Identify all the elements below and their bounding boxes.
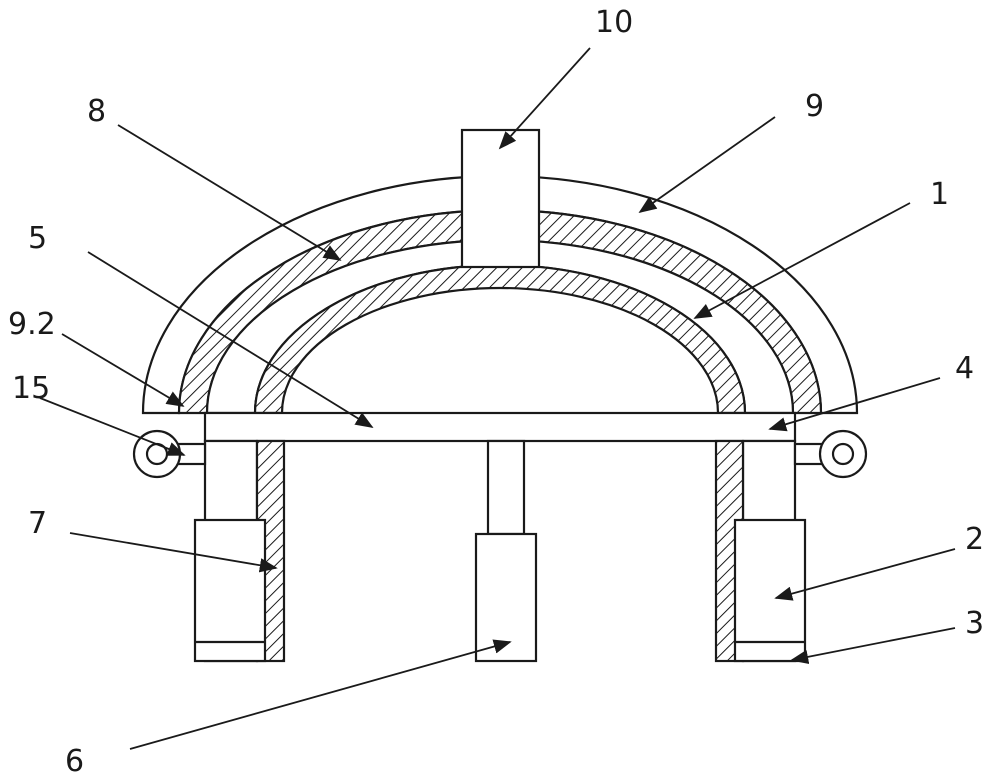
leader-lines [39,47,956,750]
label-9-2: 9.2 [8,307,56,342]
leader-15 [39,397,186,456]
label-10: 10 [595,5,633,40]
label-8: 8 [87,94,106,129]
leader-3 [790,627,956,664]
label-5: 5 [28,221,47,256]
leader-1 [693,202,911,319]
leader-10 [498,47,591,150]
part-labels: 10 9 8 1 5 9.2 4 15 7 2 3 6 [8,5,984,779]
top-block [460,128,541,269]
leader-2 [774,548,956,601]
label-4: 4 [955,351,974,386]
leader-9-2 [61,333,185,407]
label-1: 1 [930,177,949,212]
left-hinge-pivot [132,429,207,479]
left-cylinder-body [193,518,267,663]
crossbar [203,411,797,443]
leader-8 [117,124,342,261]
label-6: 6 [65,744,84,779]
leader-4 [768,377,941,432]
label-7: 7 [28,506,47,541]
center-cylinder [474,532,538,663]
label-15: 15 [12,371,50,406]
right-cylinder-body [733,518,807,663]
label-9: 9 [805,89,824,124]
leader-9 [638,116,776,214]
center-rod [486,439,526,536]
leader-7 [69,532,278,573]
leader-5 [87,251,374,428]
right-hinge-pivot [793,429,868,479]
label-3: 3 [965,606,984,641]
leader-6 [129,639,512,750]
label-2: 2 [965,522,984,557]
